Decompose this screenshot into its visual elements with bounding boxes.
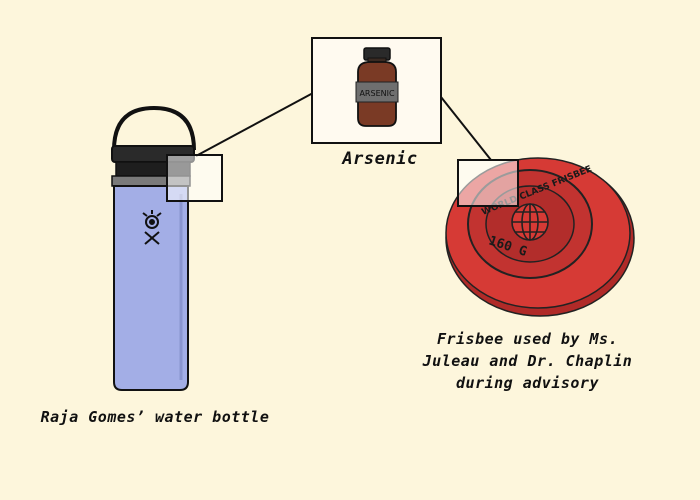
connector-frisbee-to-arsenic [440,96,492,161]
arsenic-caption: Arsenic [342,149,418,169]
water-bottle [111,105,223,391]
arsenic-jar-label [355,81,399,103]
bottle-logo-icon [142,210,162,245]
arsenic-jar-label-text: ARSENIC [359,89,395,98]
arsenic-jar: ARSENIC [311,37,442,144]
bottle-highlight-frame [166,154,223,202]
frisbee-highlight-frame [457,159,519,207]
connector-bottle-to-arsenic [195,92,314,157]
globe-icon [511,203,549,241]
water-bottle-caption: Raja Gomes’ water bottle [40,408,270,426]
frisbee: WORLD CLASS FRISBEE 160 G [445,157,635,317]
frisbee-caption: Frisbee used by Ms. Juleau and Dr. Chapl… [422,330,633,392]
